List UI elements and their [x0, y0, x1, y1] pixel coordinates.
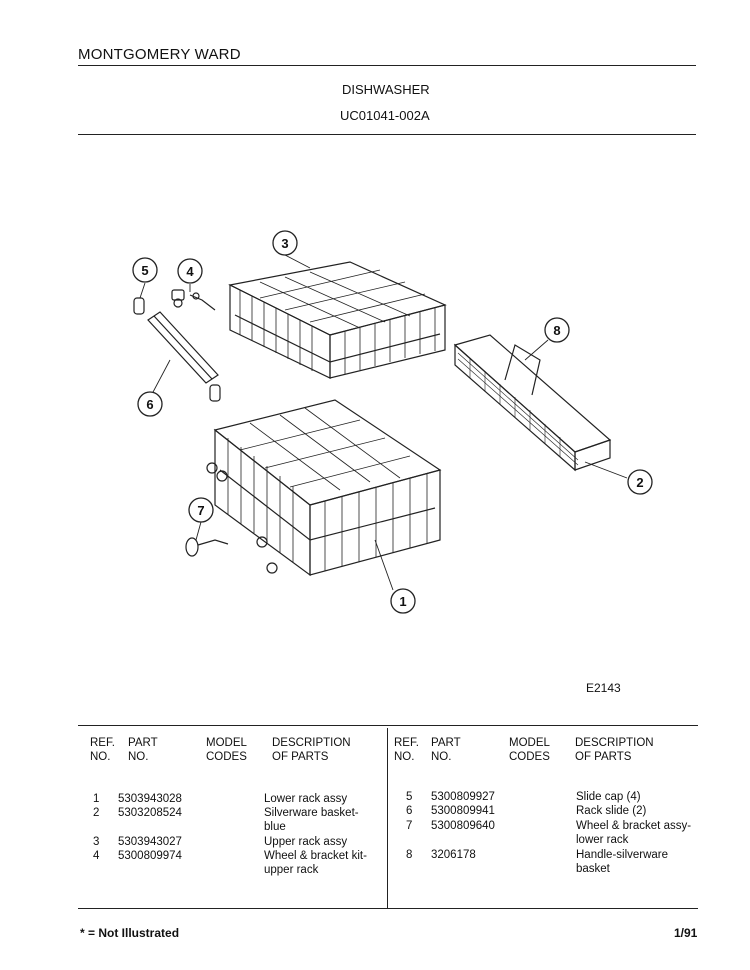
row-description: Wheel & bracket kit-: [264, 850, 367, 862]
callout-3: 3: [272, 230, 298, 256]
row-part-number: 5303208524: [118, 807, 182, 819]
header-ref: REF.NO.: [90, 737, 115, 763]
callout-label: 4: [186, 264, 194, 279]
callout-label: 8: [553, 323, 560, 338]
row-description: Wheel & bracket assy-: [576, 820, 692, 832]
callout-label: 6: [146, 397, 153, 412]
row-part-number: 5303943027: [118, 836, 182, 848]
row-ref: 1: [93, 793, 100, 805]
figure-code: E2143: [586, 681, 621, 695]
row-part-number: 5300809927: [431, 791, 495, 803]
model-code: UC01041-002A: [340, 108, 430, 123]
callout-1: 1: [390, 588, 416, 614]
lower-wheel-bracket: [185, 537, 229, 557]
row-ref: 5: [406, 791, 413, 803]
row-part-number: 5300809640: [431, 820, 495, 832]
upper-rack: [228, 261, 447, 379]
row-description-cont: lower rack: [576, 834, 629, 846]
callout-label: 7: [197, 503, 204, 518]
table-rule-top: [78, 725, 698, 726]
row-part-number: 5300809974: [118, 850, 182, 862]
product-title: DISHWASHER: [342, 82, 430, 97]
callout-4: 4: [177, 258, 203, 284]
row-description-cont: blue: [264, 821, 286, 833]
row-description: Slide cap (4): [576, 791, 641, 803]
row-part-number: 5303943028: [118, 793, 182, 805]
callout-6: 6: [137, 391, 163, 417]
row-description: Silverware basket-: [264, 807, 359, 819]
silverware-basket: [453, 334, 612, 472]
callout-2: 2: [627, 469, 653, 495]
row-ref: 2: [93, 807, 100, 819]
lower-rack: [206, 399, 442, 577]
rack-slide: [147, 311, 219, 384]
callout-5: 5: [132, 257, 158, 283]
table-column-divider: [387, 728, 388, 908]
row-ref: 4: [93, 850, 100, 862]
row-ref: 6: [406, 805, 413, 817]
slide-cap: [133, 297, 221, 402]
not-illustrated-note: * = Not Illustrated: [80, 926, 180, 940]
callout-7: 7: [188, 497, 214, 523]
exploded-parts-diagram: 3 5 4 8 6 2 7 1: [132, 230, 653, 614]
row-ref: 8: [406, 849, 413, 861]
row-description: Handle-silverware: [576, 849, 669, 861]
callout-label: 3: [281, 236, 288, 251]
row-part-number: 5300809941: [431, 805, 495, 817]
row-description-cont: upper rack: [264, 864, 319, 876]
header-rule-bottom: [78, 134, 696, 135]
row-ref: 3: [93, 836, 100, 848]
callout-label: 1: [399, 594, 406, 609]
callout-label: 2: [636, 475, 643, 490]
callout-8: 8: [544, 317, 570, 343]
brand-name: MONTGOMERY WARD: [78, 46, 241, 63]
upper-wheel-bracket: [171, 289, 216, 311]
table-rule-bottom: [78, 908, 698, 909]
revision-date: 1/91: [674, 926, 698, 940]
row-part-number: 3206178: [431, 849, 476, 861]
row-ref: 7: [406, 820, 413, 832]
header-ref: REF.NO.: [394, 737, 419, 763]
row-description: Upper rack assy: [264, 836, 348, 848]
row-description-cont: basket: [576, 863, 610, 875]
callout-label: 5: [141, 263, 148, 278]
row-description: Rack slide (2): [576, 805, 647, 817]
row-description: Lower rack assy: [264, 793, 348, 805]
header-rule-top: [78, 65, 696, 66]
